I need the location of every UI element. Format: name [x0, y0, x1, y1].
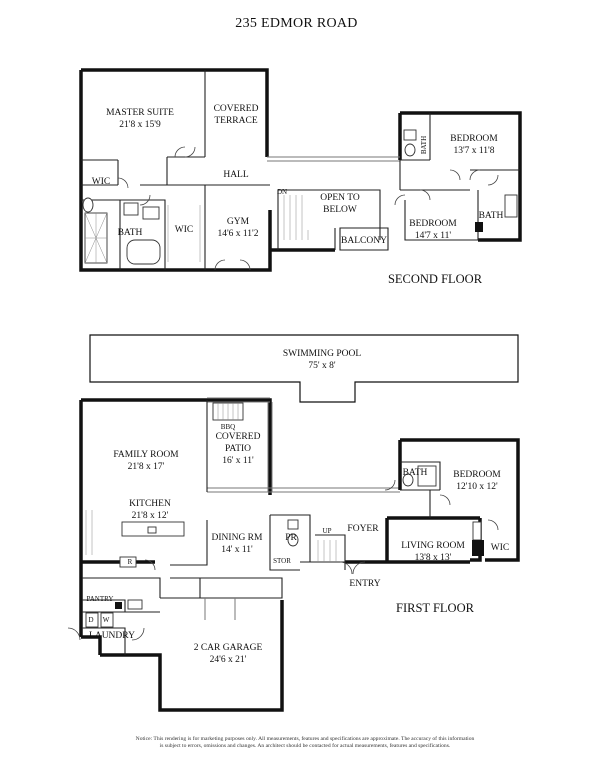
covered-patio-label-1: COVERED [216, 432, 261, 442]
master-suite-dims: 21'8 x 15'9 [119, 120, 161, 130]
pantry-label: PANTRY [87, 595, 114, 603]
bedroom-upper-dims: 13'7 x 11'8 [453, 146, 494, 156]
plan-title: 235 EDMOR ROAD [235, 16, 358, 31]
first-floor-wic-label: WIC [491, 543, 509, 553]
first-floor-exterior-wall [79, 398, 284, 712]
open-to-below-label-2: BELOW [323, 205, 357, 215]
dryer-label: D [88, 616, 93, 624]
pool-name: SWIMMING POOL [283, 349, 362, 359]
living-room-dims: 13'8 x 13' [415, 553, 452, 563]
first-floor-bedroom-dims: 12'10 x 12' [456, 482, 498, 492]
kitchen-name: KITCHEN [129, 499, 171, 509]
garage-dims: 24'6 x 21' [210, 655, 247, 665]
covered-patio-label-2: PATIO [225, 444, 251, 454]
swimming-pool-outline [89, 334, 519, 403]
washer-label: W [103, 616, 110, 624]
foyer-label: FOYER [347, 524, 379, 534]
second-floor-right-wall [398, 111, 522, 242]
covered-patio-dims: 16' x 11' [222, 456, 254, 466]
gym-dims: 14'6 x 11'2 [217, 229, 258, 239]
first-floor-bedroom-name: BEDROOM [453, 470, 501, 480]
covered-terrace-label-2: TERRACE [214, 116, 257, 126]
wic-left-label: WIC [92, 177, 110, 187]
disclaimer-line-2: is subject to errors, omissions and chan… [159, 743, 451, 750]
family-room-name: FAMILY ROOM [113, 450, 179, 460]
first-floor-labels: SWIMMING POOL 75' x 8' BBQ FAMILY ROOM 2… [87, 349, 510, 665]
kitchen-dims: 21'8 x 12' [132, 511, 169, 521]
disclaimer-notice: Notice: This rendering is for marketing … [60, 736, 550, 751]
open-to-below-label-1: OPEN TO [320, 193, 360, 203]
entry-label: ENTRY [349, 579, 380, 589]
first-floor-plan [67, 397, 520, 712]
second-floor-exterior-wall [79, 68, 335, 272]
bath-lower-right-label: BATH [479, 211, 504, 221]
disclaimer-line-1: Notice: This rendering is for marketing … [135, 736, 475, 742]
master-bath-label: BATH [118, 228, 143, 238]
pool-dims: 75' x 8' [308, 361, 335, 371]
second-floor-plan [79, 68, 522, 272]
laundry-label: LAUNDRY [89, 631, 135, 641]
second-floor-labels: MASTER SUITE 21'8 x 15'9 COVERED TERRACE… [92, 104, 504, 286]
stairs-up-label: UP [323, 527, 332, 535]
bedroom-lower-name: BEDROOM [409, 219, 457, 229]
master-suite-name: MASTER SUITE [106, 108, 174, 118]
living-room-name: LIVING ROOM [401, 541, 465, 551]
dining-room-dims: 14' x 11' [221, 545, 253, 555]
second-floor-label: SECOND FLOOR [388, 272, 483, 286]
master-wic-label: WIC [175, 225, 193, 235]
covered-terrace-label-1: COVERED [214, 104, 259, 114]
powder-room-label: PR [285, 533, 297, 543]
bath-upper-right-label: BATH [420, 136, 428, 154]
gym-name: GYM [227, 217, 250, 227]
garage-name: 2 CAR GARAGE [194, 643, 263, 653]
hall-label: HALL [223, 170, 249, 180]
bedroom-upper-name: BEDROOM [450, 134, 498, 144]
bedroom-lower-dims: 14'7 x 11' [415, 231, 452, 241]
first-floor-bath-label: BATH [403, 468, 428, 478]
bbq-label: BBQ [221, 423, 235, 431]
balcony-label: BALCONY [341, 236, 387, 246]
stairs-dn-label: DN [277, 188, 287, 196]
first-floor-label: FIRST FLOOR [396, 601, 475, 615]
dining-room-name: DINING RM [212, 533, 263, 543]
storage-label: STOR [273, 557, 291, 565]
family-room-dims: 21'8 x 17' [128, 462, 165, 472]
refrigerator-label: R [128, 558, 133, 566]
